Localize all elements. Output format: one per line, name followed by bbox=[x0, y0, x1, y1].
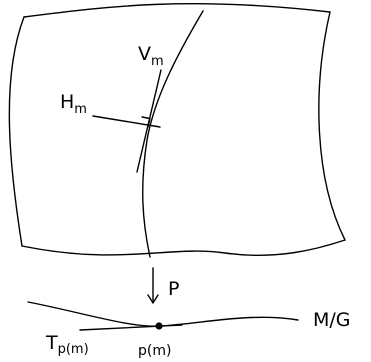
horizontal-label-main: H bbox=[60, 91, 74, 113]
quotient-tangent-line bbox=[79, 324, 183, 331]
quotient-label: M/G bbox=[313, 309, 351, 331]
vertical-label-main: V bbox=[138, 43, 151, 65]
tangent-label: Tp(m) bbox=[45, 332, 89, 357]
projection-label: P bbox=[168, 278, 179, 300]
surface-right-edge bbox=[318, 11, 346, 241]
fiber-curve bbox=[142, 10, 204, 258]
vertical-label: Vm bbox=[138, 43, 164, 69]
vertical-label-sub: m bbox=[151, 54, 164, 69]
right-angle-marker bbox=[141, 116, 151, 128]
point-p-m bbox=[155, 322, 163, 330]
tangent-label-main: T bbox=[45, 332, 58, 354]
point-label: p(m) bbox=[138, 343, 171, 359]
tangent-label-sub: p(m) bbox=[58, 342, 89, 357]
quotient-curve bbox=[27, 301, 299, 327]
surface-top-edge bbox=[23, 2, 331, 18]
surface-manifold bbox=[8, 2, 346, 258]
horizontal-label: Hm bbox=[60, 91, 87, 117]
projection-arrow bbox=[147, 267, 159, 304]
horizontal-label-sub: m bbox=[74, 102, 87, 117]
surface-left-edge bbox=[8, 16, 25, 247]
surface-bottom-edge bbox=[21, 239, 346, 257]
